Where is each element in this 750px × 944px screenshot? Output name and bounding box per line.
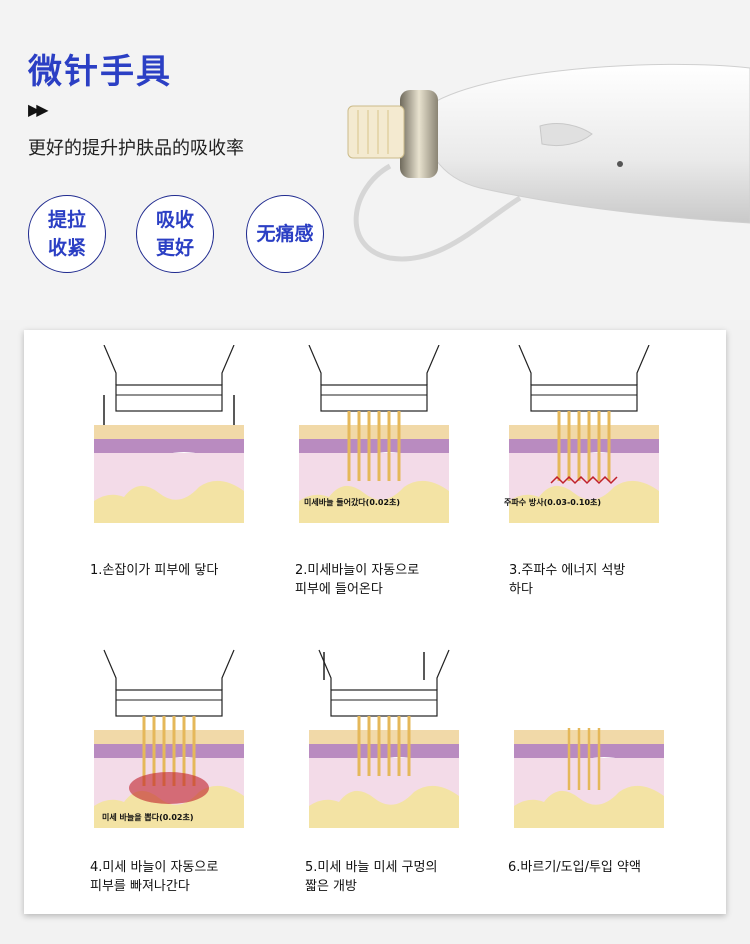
- badge-line: 提拉: [47, 209, 86, 231]
- step-6: 6.바르기/도입/투입 약액: [484, 640, 694, 910]
- epidermis-layer: [299, 425, 449, 439]
- step-2: 미세바늘 들어갔다(0.02초) 2.미세바늘이 자동으로 피부에 들어온다: [269, 345, 479, 615]
- badge-painless: 无痛感: [246, 195, 324, 273]
- treatment-steps-panel: 1.손잡이가 피부에 닿다 미세바늘 들어갔다(0.02초) 2.미세바늘이 자…: [24, 330, 726, 914]
- step-3: 주파수 방사(0.03-0.10초) 3.주파수 에너지 석방 하다: [479, 345, 689, 615]
- fat-layer: [514, 785, 664, 828]
- fat-layer: [94, 785, 244, 828]
- epidermis-layer: [94, 730, 244, 744]
- badge-line: 收紧: [47, 237, 86, 259]
- page-title: 微针手具: [28, 52, 172, 92]
- step-caption: 2.미세바늘이 자동으로 피부에 들어온다: [295, 563, 420, 597]
- subtitle: 更好的提升护肤品的吸收率: [28, 138, 244, 159]
- badge-absorb: 吸收更好: [136, 195, 214, 273]
- step-4-illustration: [94, 649, 244, 828]
- step-6-illustration: [514, 728, 664, 828]
- handpiece-outline: [103, 345, 235, 385]
- badge-lift: 提拉收紧: [28, 195, 106, 273]
- play-arrows-icon: ▶▶: [28, 100, 49, 119]
- step-5-illustration: [309, 649, 459, 828]
- fat-layer: [299, 480, 449, 523]
- handpiece-head: [320, 384, 428, 412]
- epidermis-layer: [309, 730, 459, 744]
- step-2-illustration: [299, 345, 449, 523]
- step-label: 주파수 방사(0.03-0.10초): [504, 498, 602, 507]
- handpiece-outline: [518, 345, 650, 385]
- rf-wave-icon: [550, 475, 618, 485]
- handpiece-head: [115, 384, 223, 412]
- handpiece-outline: [103, 649, 235, 690]
- step-3-illustration: [509, 345, 659, 523]
- microneedle-device-image: [347, 63, 750, 262]
- badge-line: 无痛感: [256, 223, 314, 245]
- handpiece-head: [115, 689, 223, 717]
- step-caption: 4.미세 바늘이 자동으로 피부를 빠져나간다: [90, 860, 219, 894]
- step-caption: 5.미세 바늘 미세 구멍의 짧은 개방: [305, 860, 438, 894]
- handpiece-outline: [308, 345, 440, 385]
- step-caption: 1.손잡이가 피부에 닿다: [90, 563, 219, 578]
- step-4: 미세 바늘을 뽑다(0.02초) 4.미세 바늘이 자동으로 피부를 빠져나간다: [64, 640, 274, 910]
- step-caption: 6.바르기/도입/투입 약액: [508, 860, 641, 875]
- product-header: 微针手具 ▶▶ 更好的提升护肤品的吸收率 提拉收紧 吸收更好 无痛感: [0, 0, 750, 320]
- heat-zone: [129, 772, 209, 804]
- step-label: 미세 바늘을 뽑다(0.02초): [102, 813, 194, 822]
- fat-layer: [94, 480, 244, 523]
- badge-line: 吸收: [155, 209, 194, 231]
- step-label: 미세바늘 들어갔다(0.02초): [304, 498, 401, 507]
- step-caption: 3.주파수 에너지 석방 하다: [509, 563, 626, 597]
- handpiece-head: [530, 384, 638, 412]
- up-arrow-icon: [323, 652, 425, 680]
- fat-layer: [509, 480, 659, 523]
- epidermis-layer: [94, 425, 244, 439]
- down-arrow-icon: [103, 395, 235, 425]
- step-5: 5.미세 바늘 미세 구멍의 짧은 개방: [279, 640, 489, 910]
- handpiece-outline: [318, 649, 450, 690]
- epidermis-layer: [509, 425, 659, 439]
- step-1-illustration: [94, 345, 244, 523]
- step-1: 1.손잡이가 피부에 닿다: [64, 345, 274, 615]
- fat-layer: [309, 785, 459, 828]
- handpiece-head: [330, 689, 438, 717]
- badge-line: 更好: [155, 237, 194, 259]
